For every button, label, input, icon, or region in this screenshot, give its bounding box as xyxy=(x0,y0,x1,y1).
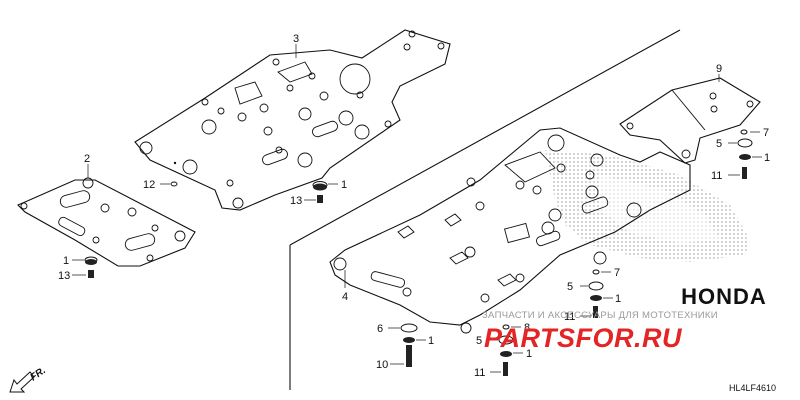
label-part-5-b[interactable]: 5 xyxy=(567,281,573,293)
label-part-13-a[interactable]: 13 xyxy=(290,195,302,207)
watermark-maker: HONDA xyxy=(681,284,767,309)
callout-labels: 3 2 9 4 12 1 13 1 13 7 5 1 11 7 5 1 11 6… xyxy=(58,33,770,379)
plate-part-3 xyxy=(134,29,451,211)
label-part-8[interactable]: 8 xyxy=(524,322,530,334)
label-part-12[interactable]: 12 xyxy=(143,179,155,191)
label-part-5-a[interactable]: 5 xyxy=(716,138,722,150)
label-part-1-b[interactable]: 1 xyxy=(63,255,69,267)
plate-part-4 xyxy=(329,127,691,334)
label-part-7-a[interactable]: 7 xyxy=(763,127,769,139)
label-part-6[interactable]: 6 xyxy=(377,323,383,335)
plate-part-2 xyxy=(17,177,196,267)
label-part-3[interactable]: 3 xyxy=(293,33,299,45)
label-part-1-a[interactable]: 1 xyxy=(341,179,347,191)
leader-lines xyxy=(72,44,762,373)
watermark-tagline: ЗАПЧАСТИ И АКСЕССУАРЫ ДЛЯ МОТОТЕХНИКИ xyxy=(482,310,718,321)
label-part-10[interactable]: 10 xyxy=(376,359,388,371)
diagram-code: HL4LF4610 xyxy=(729,383,776,393)
watermark-brand: PARTSFOR.RU xyxy=(484,323,683,353)
label-part-1-e[interactable]: 1 xyxy=(428,335,434,347)
front-direction-arrow: FR. xyxy=(9,365,48,393)
label-part-2[interactable]: 2 xyxy=(84,153,90,165)
label-part-11-b[interactable]: 11 xyxy=(564,311,575,323)
label-part-7-b[interactable]: 7 xyxy=(614,267,620,279)
plate-part-9 xyxy=(619,77,761,164)
label-part-1-d[interactable]: 1 xyxy=(615,293,621,305)
frame-separator xyxy=(289,29,681,390)
label-part-11-c[interactable]: 11 xyxy=(474,367,485,379)
label-part-9[interactable]: 9 xyxy=(716,63,722,75)
hardware-items xyxy=(84,129,753,376)
label-part-13-b[interactable]: 13 xyxy=(58,270,70,282)
front-direction-label: FR. xyxy=(28,365,48,383)
label-part-11-a[interactable]: 11 xyxy=(711,170,722,182)
label-part-1-c[interactable]: 1 xyxy=(764,152,770,164)
honda-wing-logo xyxy=(545,150,750,262)
label-part-4[interactable]: 4 xyxy=(342,291,348,303)
label-part-5-c[interactable]: 5 xyxy=(476,335,482,347)
label-part-1-f[interactable]: 1 xyxy=(526,348,532,360)
watermark: HONDA ЗАПЧАСТИ И АКСЕССУАРЫ ДЛЯ МОТОТЕХН… xyxy=(482,284,767,353)
